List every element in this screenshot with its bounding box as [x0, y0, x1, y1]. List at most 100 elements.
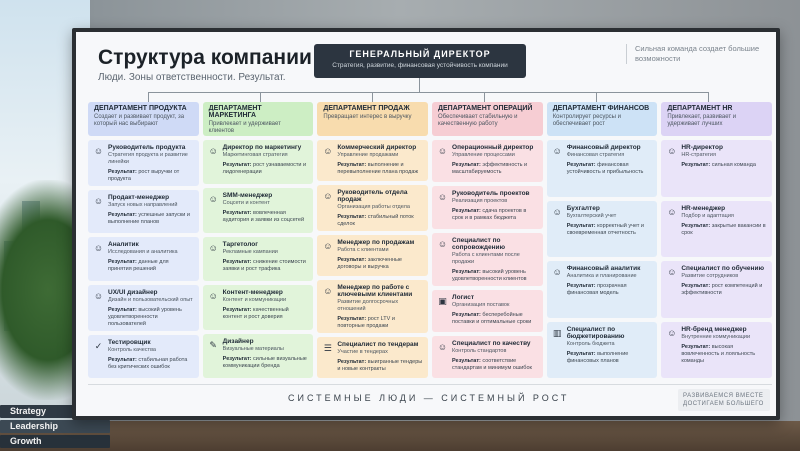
- role-result: Результат: финансовая устойчивость и при…: [567, 162, 653, 176]
- department-columns: ДЕПАРТАМЕНТ ПРОДУКТА Создает и развивает …: [88, 102, 773, 379]
- person-icon: ☺: [93, 290, 104, 301]
- role-title: Руководитель продукта: [108, 144, 186, 151]
- result-text: стабильный поток сделок: [337, 214, 414, 227]
- department-column: ДЕПАРТАМЕНТ ПРОДУКТА Создает и развивает …: [88, 102, 199, 378]
- role-description: Развитие долгосрочных отношений: [337, 299, 399, 312]
- role-result: Результат: высокий уровень удовлетворенн…: [452, 269, 538, 283]
- role-result: Результат: высокий уровень удовлетворенн…: [108, 307, 194, 328]
- role-result: Результат: выполнение и перевыполнение п…: [337, 162, 423, 176]
- role-result: Результат: снижение стоимости заявки и р…: [223, 259, 309, 273]
- result-text: сдача проектов в срок и в рамках бюджета: [452, 208, 527, 222]
- result-text: вовлеченная аудитория и заявки из соцсет…: [222, 210, 305, 224]
- role-title: Специалист по сопровождению: [452, 236, 506, 251]
- role-description: Внутренние коммуникации: [681, 333, 751, 340]
- department-name: ДЕПАРТАМЕНТ ОПЕРАЦИЙ: [438, 105, 533, 112]
- department-description: Создает и развивает продукт, за который …: [94, 114, 185, 127]
- chart-icon: ▥: [552, 327, 562, 338]
- department-name: ДЕПАРТАМЕНТ ПРОДУКТА: [94, 105, 187, 112]
- connector-line: [484, 92, 485, 104]
- result-label: Результат:: [337, 359, 367, 365]
- person-icon: ☺: [208, 194, 218, 205]
- role-title: Логист: [452, 293, 475, 301]
- result-text: рост узнаваемости и лидогенерации: [222, 162, 307, 175]
- role-result: Результат: корректный учет и своевременн…: [567, 223, 653, 237]
- role-description: Стратегия продукта и развитие линейки: [108, 152, 188, 165]
- check-icon: ✓: [94, 340, 103, 351]
- result-label: Результат:: [108, 212, 137, 218]
- result-text: выполнение финансовых планов: [566, 350, 629, 364]
- department-description: Привлекает и удерживает клиентов: [208, 121, 281, 134]
- role-description: Реализация проектов: [452, 198, 508, 205]
- role-result: Результат: успешные запуски и выполнение…: [108, 212, 194, 226]
- role-description: Контроль стандартов: [452, 347, 507, 354]
- person-icon: ☺: [667, 206, 677, 217]
- role-description: HR-стратегия: [681, 152, 716, 158]
- person-icon: ☺: [93, 196, 104, 206]
- result-text: эффективность и масштабируемость: [452, 162, 528, 175]
- result-label: Результат:: [337, 214, 367, 220]
- role-description: Управление продажами: [337, 152, 399, 158]
- result-text: снижение стоимости заявки и рост трафика: [222, 258, 306, 272]
- role-result: Результат: вовлеченная аудитория и заявк…: [223, 210, 309, 224]
- department-description: Контролирует ресурсы и обеспечивает рост: [552, 114, 622, 127]
- role-description: Маркетинговая стратегия: [222, 152, 288, 158]
- result-text: сильные визуальные коммуникации бренда: [222, 355, 307, 369]
- board-subtitle: Люди. Зоны ответственности. Результат.: [98, 72, 286, 83]
- role-result: Результат: сдача проектов в срок и в рам…: [452, 208, 538, 222]
- result-text: прозрачная финансовая модель: [566, 283, 627, 296]
- role-title: Таргетолог: [222, 240, 258, 248]
- motto: Сильная команда создает большие возможно…: [626, 44, 766, 64]
- role-result: Результат: стабильный поток сделок: [337, 214, 423, 228]
- role-result: Результат: сильные визуальные коммуникац…: [223, 356, 309, 370]
- department-name: ДЕПАРТАМЕНТ HR: [667, 105, 733, 112]
- result-label: Результат:: [452, 208, 481, 215]
- person-icon: ☺: [323, 241, 333, 251]
- department-description: Обеспечивает стабильную и качественную р…: [438, 114, 518, 127]
- role-title: Директор по маркетингу: [222, 144, 302, 151]
- result-text: стабильная работа без критических ошибок: [108, 356, 188, 370]
- role-title: Специалист по обучению: [681, 265, 765, 272]
- role-title: Финансовый директор: [566, 144, 641, 151]
- role-title: Контент-менеджер: [222, 289, 283, 297]
- role-title: UX/UI дизайнер: [108, 288, 158, 296]
- result-label: Результат:: [566, 222, 596, 229]
- role-title: Финансовый аналитик: [566, 265, 641, 272]
- role-result: Результат: выполнение финансовых планов: [567, 351, 653, 365]
- connector-line: [372, 92, 373, 104]
- role-description: Дизайн и пользовательский опыт: [108, 296, 193, 303]
- role-title: SMM-менеджер: [222, 192, 273, 200]
- role-title: Специалист по бюджетированию: [566, 325, 625, 340]
- truck-icon: ▣: [438, 295, 447, 306]
- role-description: Контент и коммуникации: [222, 297, 287, 304]
- person-icon: ☺: [437, 341, 448, 352]
- role-description: Визуальные материалы: [222, 345, 284, 352]
- role-title: Продакт-менеджер: [108, 194, 170, 201]
- role-description: Контроль качества: [108, 346, 156, 353]
- person-icon: ☺: [93, 243, 104, 254]
- role-result: Результат: сильная команда: [681, 162, 767, 169]
- person-icon: ☺: [437, 238, 448, 249]
- result-label: Результат:: [222, 258, 252, 265]
- book-spine: Growth: [0, 435, 110, 448]
- role-result: Результат: качественный контент и рост д…: [223, 307, 309, 321]
- role-description: Организация поставок: [452, 301, 510, 308]
- role-description: Организация работы отдела: [337, 204, 410, 210]
- footer-note: РАЗВИВАЕМСЯ ВМЕСТЕ ДОСТИГАЕМ БОЛЬШЕГО: [678, 389, 770, 411]
- connector-line: [419, 78, 420, 92]
